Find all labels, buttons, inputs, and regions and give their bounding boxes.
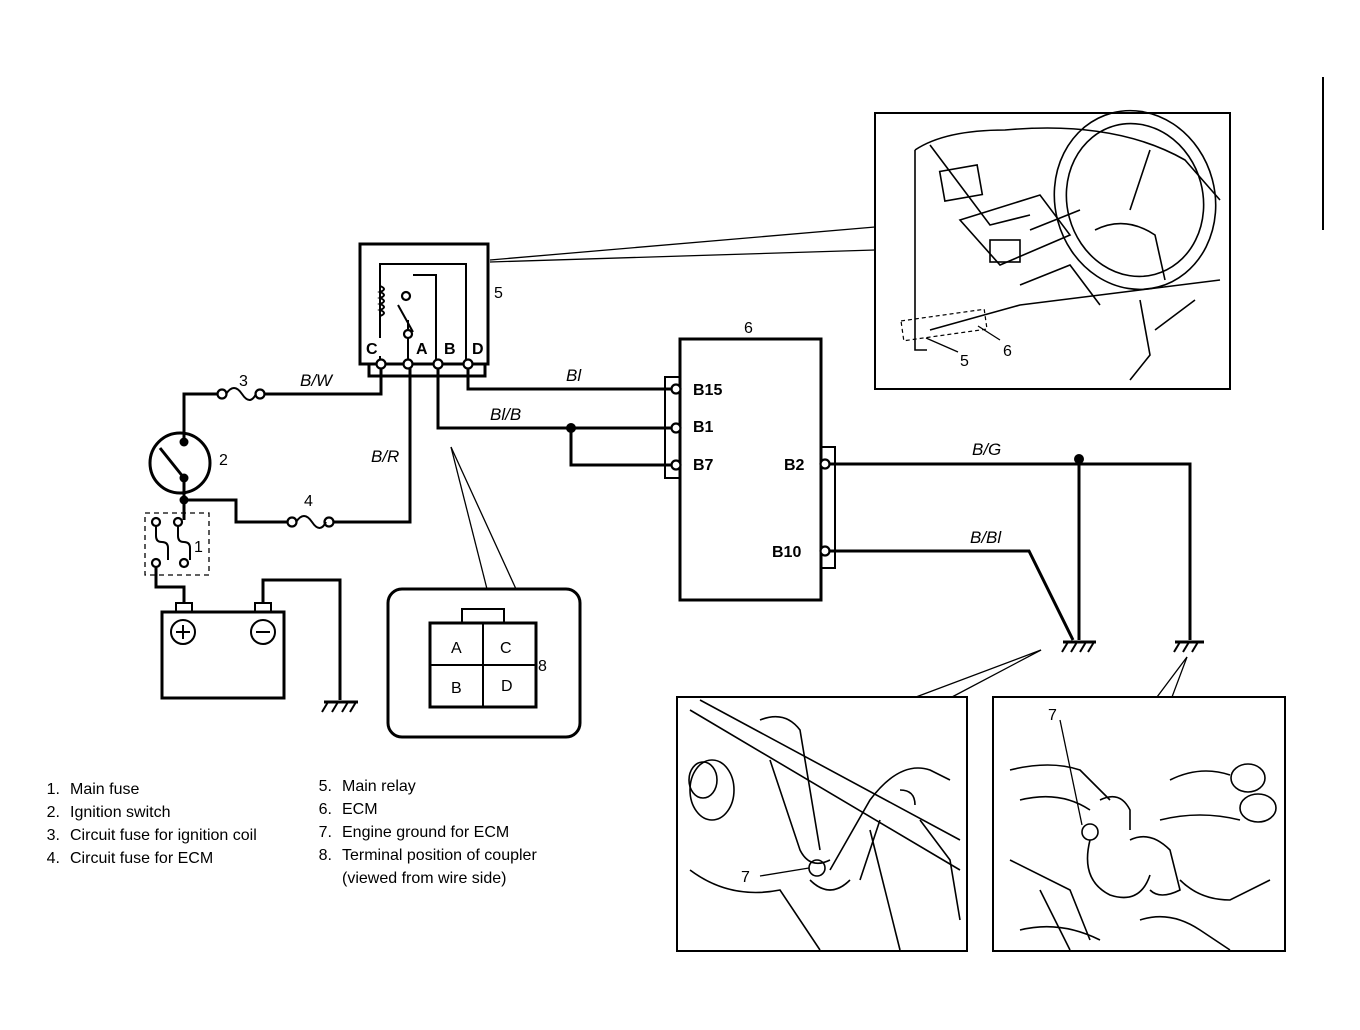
ign-switch-callout: 2	[219, 452, 228, 469]
legend-number: 2.	[46, 804, 60, 821]
wire-label-bg: B/G	[972, 440, 1001, 459]
legend-right: 5. Main relay 6. ECM 7. Engine ground fo…	[300, 775, 592, 890]
legend-text: Circuit fuse for ECM	[70, 850, 214, 867]
legend-item: 5. Main relay	[300, 775, 592, 798]
legend-item: 8. Terminal position of coupler (viewed …	[300, 844, 592, 890]
wire-label-br: B/R	[371, 447, 399, 466]
relay-pin-c: C	[366, 341, 378, 358]
ground-point-inset-left: 7	[676, 696, 968, 952]
legend-item: 7. Engine ground for ECM	[300, 821, 592, 844]
relay-callout: 5	[494, 285, 503, 302]
ground-left-callout: 7	[741, 869, 750, 886]
main-fuse	[144, 500, 210, 604]
ground-right-callout: 7	[1048, 707, 1057, 724]
legend-item: 2. Ignition switch	[28, 801, 320, 824]
ecm-callout: 6	[744, 320, 753, 337]
wire-label-bl: Bl	[566, 366, 582, 385]
relay-pin-b: B	[444, 341, 456, 358]
legend-text: Circuit fuse for ignition coil	[70, 827, 257, 844]
ecm-pin-b1: B1	[693, 419, 714, 436]
fuse-icon	[286, 515, 335, 529]
legend-left: 1. Main fuse 2. Ignition switch 3. Circu…	[28, 778, 320, 870]
legend-text: Main fuse	[70, 781, 140, 798]
coupler-callout: 8	[538, 658, 547, 675]
legend-item: 4. Circuit fuse for ECM	[28, 847, 320, 870]
coupler-pin-c: C	[500, 640, 512, 657]
dashboard-inset: 5 6	[874, 109, 1231, 390]
legend-number: 3.	[46, 827, 60, 844]
legend-number: 6.	[318, 801, 332, 818]
fuse-icon	[216, 387, 266, 401]
ecm-pin-b15: B15	[693, 382, 722, 399]
legend-item: 6. ECM	[300, 798, 592, 821]
wire-label-bw: B/W	[300, 371, 334, 390]
relay-pin-d: D	[472, 341, 484, 358]
inset-ecm-callout: 6	[1003, 343, 1012, 360]
wire-label-blb: Bl/B	[490, 405, 521, 424]
ground-icon	[1173, 640, 1204, 653]
main-relay: C A B D 5	[358, 242, 503, 378]
coupler-pin-a: A	[451, 640, 462, 657]
ecm-pin-b10: B10	[772, 544, 801, 561]
ignition-switch-icon	[148, 431, 212, 495]
legend-text: Ignition switch	[70, 804, 171, 821]
ecm: B15 B1 B7 B2 B10 6	[664, 320, 836, 602]
legend-number: 7.	[318, 824, 332, 841]
ground-point-inset-right: 7	[992, 696, 1286, 952]
ecm-pin-b2: B2	[784, 457, 805, 474]
legend-item: 3. Circuit fuse for ignition coil	[28, 824, 320, 847]
legend-item: 1. Main fuse	[28, 778, 320, 801]
ground-icon	[1061, 640, 1096, 653]
legend-number: 1.	[46, 781, 60, 798]
legend-text: ECM	[342, 801, 378, 818]
legend-text: Terminal position of coupler (viewed fro…	[342, 847, 537, 887]
ecm-pin-b7: B7	[693, 457, 714, 474]
ground-icon	[321, 700, 358, 713]
legend-number: 8.	[318, 847, 332, 864]
relay-pin-a: A	[416, 341, 428, 358]
coupler-pin-d: D	[501, 678, 513, 695]
coupler-pin-b: B	[451, 680, 462, 697]
fuse-ecm-callout: 4	[304, 493, 313, 510]
legend-text: Main relay	[342, 778, 416, 795]
battery-icon	[160, 602, 286, 700]
legend-number: 5.	[318, 778, 332, 795]
legend-number: 4.	[46, 850, 60, 867]
fuse-ign-callout: 3	[239, 373, 248, 390]
legend-text: Engine ground for ECM	[342, 824, 510, 841]
inset-relay-callout: 5	[960, 353, 969, 370]
wire-label-bbl: B/Bl	[970, 528, 1002, 547]
coupler-inset: A C B D 8	[386, 587, 582, 739]
fuse-main-callout: 1	[194, 539, 203, 556]
